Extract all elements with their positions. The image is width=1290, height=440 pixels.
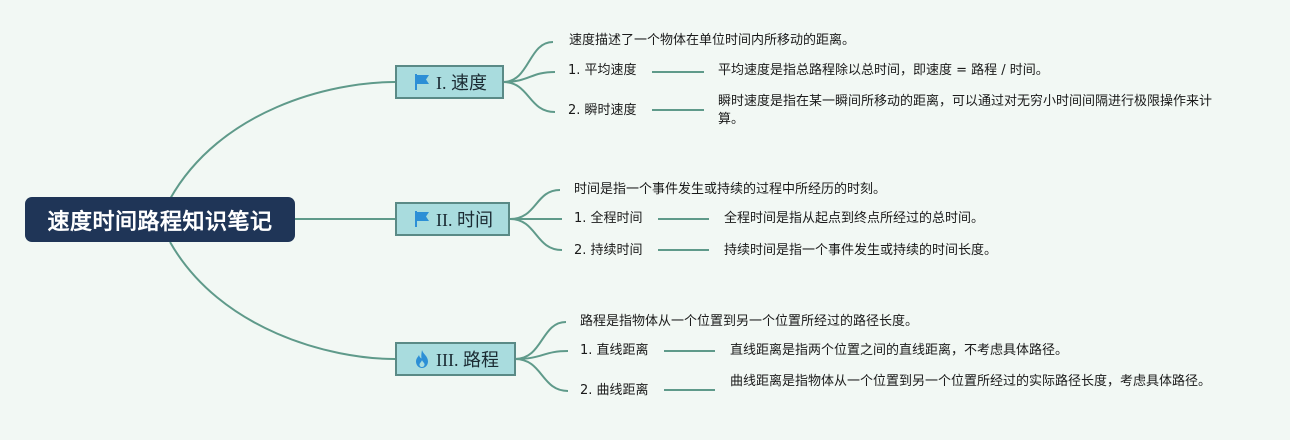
- branch-distance[interactable]: III. 路程: [395, 342, 516, 376]
- distance-item-curve-label: 2. 曲线距离: [580, 383, 649, 398]
- connector-root-distance: [169, 241, 396, 360]
- time-intro: 时间是指一个事件发生或持续的过程中所经历的时刻。: [574, 182, 887, 197]
- distance-item-curve-desc: 曲线距离是指物体从一个位置到另一个位置所经过的实际路径长度，考虑具体路径。: [730, 374, 1212, 389]
- flag-icon: [412, 209, 432, 229]
- time-item-duration-label: 2. 持续时间: [574, 243, 643, 258]
- time-item-total-label: 1. 全程时间: [574, 211, 643, 226]
- speed-intro: 速度描述了一个物体在单位时间内所移动的距离。: [569, 33, 856, 48]
- flag-icon: [412, 72, 432, 92]
- root-topic[interactable]: 速度时间路程知识笔记: [25, 197, 295, 242]
- branch-time[interactable]: II. 时间: [395, 202, 510, 236]
- root-title: 速度时间路程知识笔记: [47, 209, 273, 235]
- speed-item-instant-label: 2. 瞬时速度: [568, 103, 637, 118]
- speed-item-average-desc: 平均速度是指总路程除以总时间，即速度 = 路程 / 时间。: [718, 63, 1049, 78]
- branch-speed[interactable]: I. 速度: [395, 65, 504, 99]
- distance-intro: 路程是指物体从一个位置到另一个位置所经过的路径长度。: [580, 314, 919, 329]
- connector-distance-intro: [514, 321, 567, 360]
- speed-item-average-label: 1. 平均速度: [568, 63, 637, 78]
- connector-root-speed: [169, 81, 396, 200]
- connector-distance-item2: [514, 358, 569, 392]
- branch-time-title: II. 时间: [436, 210, 493, 230]
- speed-item-instant-desc: 瞬时速度是指在某一瞬间所移动的距离，可以通过对无穷小时间间隔进行极限操作来计算。: [718, 94, 1213, 127]
- branch-distance-title: III. 路程: [436, 350, 499, 370]
- connector-distance-item1: [514, 350, 569, 360]
- connector-time-intro: [509, 189, 561, 220]
- connector-speed-intro: [502, 41, 554, 83]
- branch-speed-title: I. 速度: [436, 73, 487, 93]
- connector-speed-item2: [502, 81, 556, 113]
- distance-item-straight-desc: 直线距离是指两个位置之间的直线距离，不考虑具体路径。: [730, 343, 1069, 358]
- distance-item-straight-label: 1. 直线距离: [580, 343, 649, 358]
- time-item-total-desc: 全程时间是指从起点到终点所经过的总时间。: [724, 211, 985, 226]
- time-item-duration-desc: 持续时间是指一个事件发生或持续的时间长度。: [724, 243, 998, 258]
- fire-icon: [412, 349, 432, 369]
- connector-time-item2: [509, 218, 563, 251]
